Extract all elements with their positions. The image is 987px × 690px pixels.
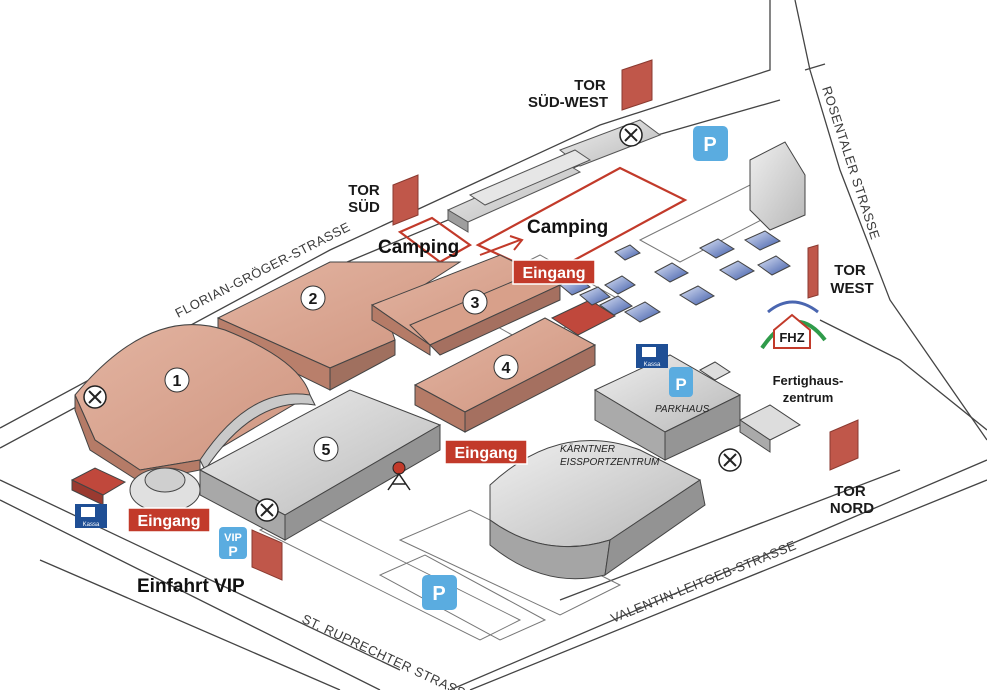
gate-sued-west (621, 59, 653, 111)
hall-1 (74, 324, 316, 483)
svg-text:VIP: VIP (224, 532, 242, 544)
eissportzentrum-building (489, 440, 706, 580)
hall-3-marker (462, 289, 488, 315)
fertighaus-label: Fertighaus- (773, 373, 844, 388)
hall-3-number: 3 (471, 295, 480, 312)
svg-text:P: P (228, 543, 237, 559)
kasse-icon: Kassa (75, 504, 107, 528)
camping-label: Camping (527, 217, 608, 238)
eingang-badge-3: Eingang (127, 507, 211, 533)
eingang-badge-1: Eingang (512, 259, 596, 285)
camping-label: Camping (378, 237, 459, 258)
svg-text:P: P (675, 375, 686, 394)
entrance-rotunda (70, 467, 201, 513)
eissport-label: KÄRNTNER (560, 443, 615, 455)
svg-text:Eingang: Eingang (522, 265, 585, 282)
svg-text:FHZ: FHZ (779, 330, 804, 345)
parking-icon: P (693, 126, 728, 161)
kasse-icon: Kassa (636, 344, 668, 368)
hall-1-number: 1 (173, 373, 182, 390)
hall-1-marker (164, 367, 190, 393)
gate-nord-label: NORD (830, 500, 874, 517)
tower-icon (387, 461, 411, 491)
einfahrt-vip-label: Einfahrt VIP (137, 576, 245, 597)
eingang-badge-2: Eingang (444, 439, 528, 465)
parkhaus-building (593, 354, 801, 461)
gate-west-label: TOR (834, 262, 866, 279)
parking-icon: P (422, 575, 457, 610)
street-st-ruprechter: ST. RUPRECHTER STRASSE (300, 611, 477, 690)
street-rosentaler: ROSENTALER STRASSE (819, 84, 883, 241)
restaurant-icon (718, 448, 742, 472)
restaurant-icon (83, 385, 107, 409)
fertighaus-label: zentrum (783, 390, 834, 405)
hall-5-marker (313, 436, 339, 462)
fhz-logo-icon: FHZ (760, 300, 827, 350)
hall-4-number: 4 (502, 360, 511, 377)
hall-5-number: 5 (322, 442, 331, 459)
svg-text:P: P (703, 134, 716, 156)
hall-4-marker (493, 354, 519, 380)
gate-sued-west-label: SÜD-WEST (528, 94, 608, 111)
svg-text:Kassa: Kassa (83, 522, 100, 528)
eissport-label: EISSPORTZENTRUM (560, 457, 660, 468)
restaurant-icon (255, 498, 279, 522)
gate-sued-label: SÜD (348, 199, 380, 216)
gate-west (807, 244, 819, 299)
gate-sued (392, 174, 419, 226)
svg-text:Eingang: Eingang (454, 445, 517, 462)
camping-arrow-icon (479, 235, 524, 256)
svg-text:Kassa: Kassa (644, 362, 661, 368)
gate-nord (829, 419, 859, 471)
parkhaus-parking-icon: P (669, 367, 693, 397)
gate-west-label: WEST (830, 280, 873, 297)
restaurant-icon (619, 123, 643, 147)
gate-sued-label: TOR (348, 182, 380, 199)
svg-text:Eingang: Eingang (137, 513, 200, 530)
vip-parking-icon: VIP P (219, 527, 247, 559)
parkhaus-label: PARKHAUS (655, 404, 710, 415)
svg-text:P: P (432, 583, 445, 605)
gate-vip (251, 529, 283, 581)
hall-2-number: 2 (309, 291, 318, 308)
gate-sued-west-label: TOR (574, 77, 606, 94)
gate-nord-label: TOR (834, 483, 866, 500)
hall-2-marker (300, 285, 326, 311)
fertighaus-houses (559, 230, 791, 323)
grey-house (699, 141, 806, 381)
